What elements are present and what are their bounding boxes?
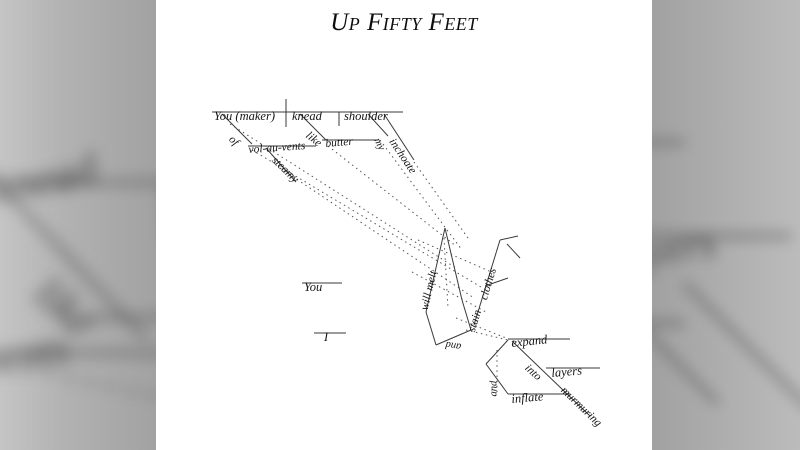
word-you: You xyxy=(304,280,323,294)
diagram-lines-left xyxy=(0,180,156,398)
diagram-copy-left: knead like butter vol-au-vents steamy of xyxy=(0,0,156,450)
page-title: Up Fifty Feet xyxy=(330,9,478,36)
sentence-diagram: You (maker) knead shoulder of vol-au-ven… xyxy=(156,0,652,450)
word-knead: knead xyxy=(292,109,322,123)
word-and-first: and xyxy=(444,338,462,352)
background-panel-left: knead like butter vol-au-vents steamy of xyxy=(0,0,156,450)
word-butter: butter xyxy=(324,135,354,151)
word-and-second: and xyxy=(488,380,500,397)
diagram-lines xyxy=(212,99,600,417)
word-you-maker: You (maker) xyxy=(214,109,275,123)
cut-off-caption xyxy=(186,432,516,444)
word-i: I xyxy=(324,330,329,344)
word-shoulder: shoulder xyxy=(344,109,388,123)
document-page: Up Fifty Feet xyxy=(156,0,652,450)
diagram-copy-right: expand into layers and inflate xyxy=(652,0,800,450)
word-layers: layers xyxy=(550,363,583,380)
background-panel-right: expand into layers and inflate xyxy=(652,0,800,450)
diagram-lines-right xyxy=(652,140,800,405)
word-inflate: inflate xyxy=(510,389,544,406)
